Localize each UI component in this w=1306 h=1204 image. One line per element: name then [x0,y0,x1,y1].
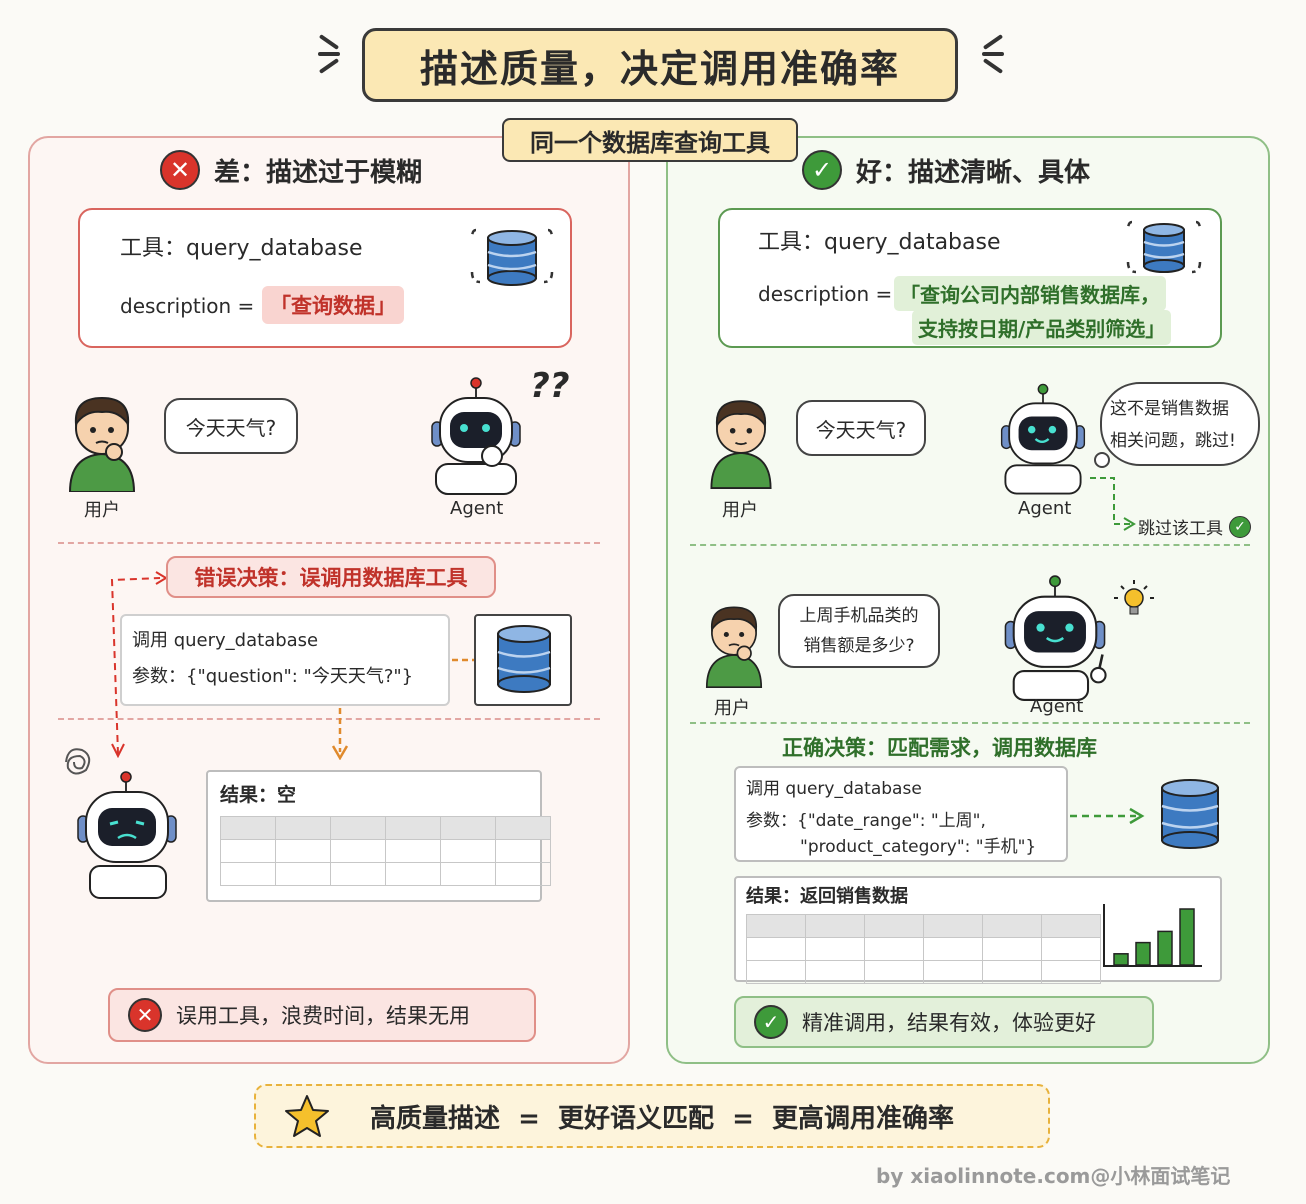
subtitle-tag: 同一个数据库查询工具 [502,118,798,162]
skip-tool-label: 跳过该工具 ✓ [1138,514,1251,539]
check-icon: ✓ [802,150,842,190]
good-thought-cloud [1100,382,1260,466]
good-tool-database-icon [1126,220,1202,274]
good-user2-label: 用户 [714,698,750,719]
mini-bar [1135,941,1151,966]
bad-result-label: 结果：空 [220,784,297,806]
good-desc-key: description = [758,282,893,306]
bad-call-line2: 参数：{"question": "今天天气?"} [132,666,414,687]
bad-call-line1: 调用 query_database [132,630,319,651]
good-call-line3: "product_category": "手机"} [800,837,1037,857]
star-icon [285,1095,329,1137]
bad-header: ✕ 差：描述过于模糊 [160,150,422,190]
good-call-line1: 调用 query_database [746,779,922,799]
bad-conclusion-text: 误用工具，浪费时间，结果无用 [176,1004,470,1028]
good-mini-bar-chart [1103,904,1202,967]
formula-banner: 高质量描述 = 更好语义匹配 = 更高调用准确率 [254,1084,1050,1148]
good-user2-line2: 销售额是多少? [803,636,915,656]
bad-header-text: 差：描述过于模糊 [214,157,423,188]
good-result-table [746,914,1101,984]
conclusion-x-icon: ✕ [128,998,162,1032]
bad-user-bubble: 今天天气? [164,398,298,454]
good-divider-1 [690,544,1250,546]
title-spark-left [318,34,340,74]
good-desc-value-2: 支持按日期/产品类别筛选」 [912,310,1172,345]
bad-tool-label: 工具：query_database [120,236,363,261]
good-agent-robot [1000,383,1086,495]
watermark: by xiaolinnote.com@小林面试笔记 [876,1164,1231,1188]
bad-divider-1 [58,542,600,544]
good-call-line2: 参数：{"date_range": "上周", [746,811,986,831]
error-x-icon: ✕ [160,150,200,190]
mini-bar [1179,908,1195,966]
good-user2-avatar [705,606,763,689]
good-desc-value-1: 「查询公司内部销售数据库， [894,276,1166,311]
good-divider-2 [690,722,1250,724]
good-user-label: 用户 [722,500,758,521]
good-thought-line1: 这不是销售数据 [1110,399,1229,419]
good-thought-line2: 相关问题，跳过! [1110,431,1236,451]
page-title: 描述质量，决定调用准确率 [362,28,958,102]
conclusion-check-icon: ✓ [754,1005,788,1039]
good-db-icon [1161,779,1219,849]
good-user2-line1: 上周手机品类的 [799,606,919,626]
sad-agent-robot [77,771,177,899]
bad-conclusion: ✕ 误用工具，浪费时间，结果无用 [108,988,536,1042]
bad-tool-database-icon [470,228,554,286]
good-header-text: 好：描述清晰、具体 [856,157,1091,188]
skip-tool-text: 跳过该工具 [1138,519,1223,539]
skip-check-icon: ✓ [1229,515,1251,538]
title-spark-right [982,34,1004,74]
good-call-to-db-arrow [1070,807,1145,825]
bad-agent-robot [431,377,521,495]
bad-down-arrow [331,708,349,760]
good-user-bubble: 今天天气? [796,400,926,456]
good-user-avatar [710,400,772,490]
mini-bar [1157,930,1173,966]
database-cylinder [487,230,537,286]
bad-user-label: 用户 [84,500,120,521]
confused-question-marks: ?? [530,366,570,406]
good-agent-label: Agent [1018,498,1072,519]
good-user2-bubble: 上周手机品类的 销售额是多少? [778,594,940,668]
scribble-icon [65,748,91,775]
formula-text: 高质量描述 = 更好语义匹配 = 更高调用准确率 [370,1103,954,1134]
bad-agent-label: Agent [450,498,504,519]
bad-user-avatar [68,396,136,492]
good-conclusion: ✓ 精准调用，结果有效，体验更好 [734,996,1154,1048]
bad-desc-value: 「查询数据」 [262,286,404,324]
good-tool-label: 工具：query_database [758,230,1001,255]
skip-arrow [1090,477,1136,531]
good-call-card [734,766,1068,862]
good-result-label: 结果：返回销售数据 [746,886,908,907]
good-decision: 正确决策：匹配需求，调用数据库 [782,736,1097,760]
bad-call-card [120,614,450,706]
lightbulb-icon [1114,580,1154,615]
good-agent2-robot [1004,575,1107,701]
bad-divider-2 [58,718,600,720]
bad-decision-tag: 错误决策：误调用数据库工具 [166,556,496,598]
good-conclusion-text: 精准调用，结果有效，体验更好 [802,1011,1096,1035]
mini-bar [1113,953,1129,966]
thought-cloud-tail [1094,452,1110,468]
good-agent2-label: Agent [1030,696,1084,717]
bad-db-icon [497,625,551,693]
bad-desc-key: description = [120,294,255,318]
bad-empty-result-table [220,816,551,886]
good-header: ✓ 好：描述清晰、具体 [802,150,1090,190]
